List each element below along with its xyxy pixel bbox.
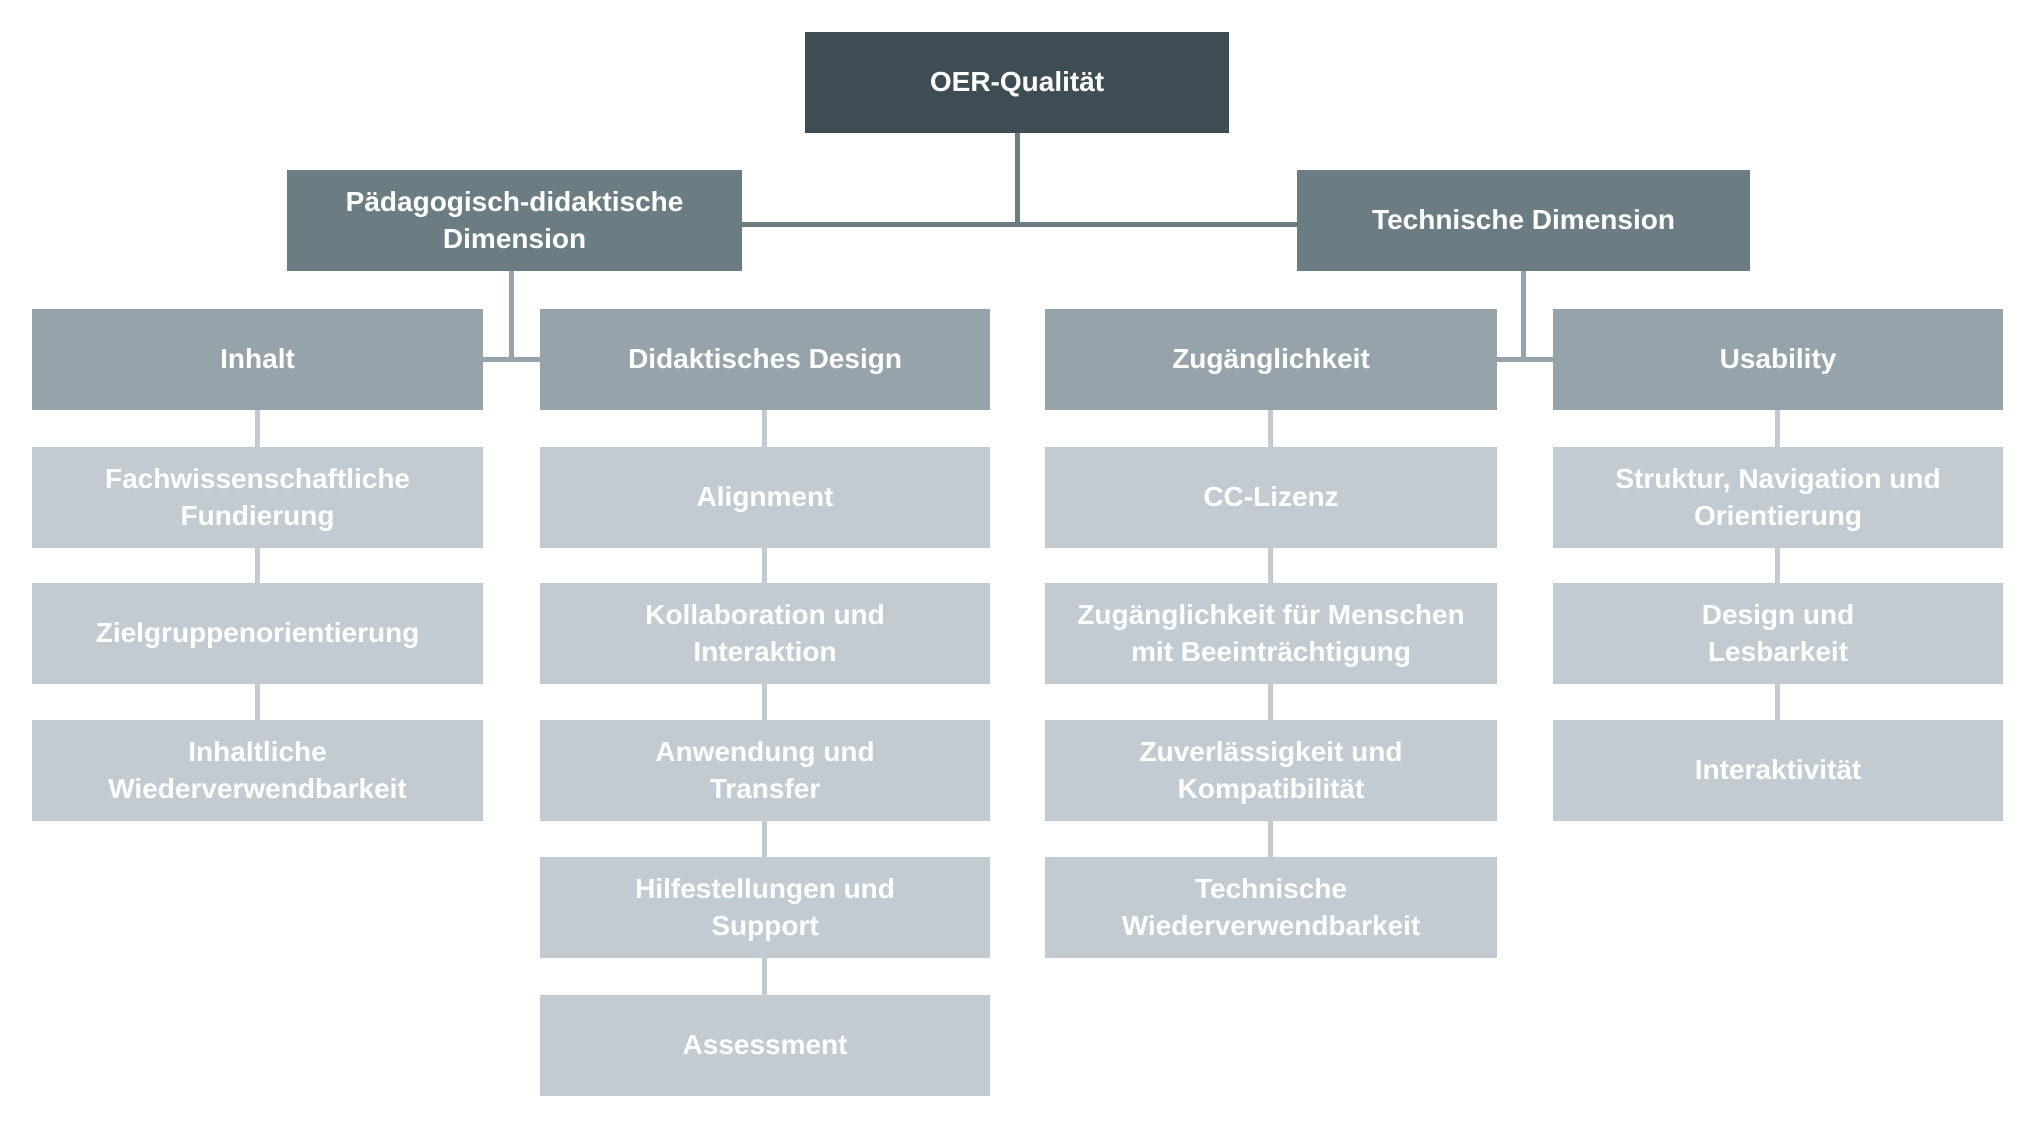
node-technische-wiederverwendbarkeit: Technische Wiederverwendbarkeit (1045, 857, 1497, 958)
connector-column-inhalt (255, 410, 260, 722)
node-assessment: Assessment (540, 995, 990, 1096)
connector-technisch-vertical (1521, 271, 1526, 362)
connector-root-horizontal (742, 222, 1297, 227)
node-zugaenglichkeit: Zugänglichkeit (1045, 309, 1497, 410)
node-zielgruppenorientierung: Zielgruppenorientierung (32, 583, 483, 684)
node-zuverlaessigkeit-und-kompatibilitaet: Zuverlässigkeit und Kompatibilität (1045, 720, 1497, 821)
connector-column-didaktisches-design (762, 410, 767, 997)
node-kollaboration-und-interaktion: Kollaboration und Interaktion (540, 583, 990, 684)
node-cc-lizenz: CC-Lizenz (1045, 447, 1497, 548)
node-usability: Usability (1553, 309, 2003, 410)
node-didaktisches-design: Didaktisches Design (540, 309, 990, 410)
node-paedagogisch-didaktische-dimension: Pädagogisch-didaktische Dimension (287, 170, 742, 271)
connector-paedagogisch-horizontal (483, 357, 540, 362)
node-inhaltliche-wiederverwendbarkeit: Inhaltliche Wiederverwendbarkeit (32, 720, 483, 821)
node-design-und-lesbarkeit: Design und Lesbarkeit (1553, 583, 2003, 684)
connector-root-vertical (1015, 133, 1020, 227)
node-hilfestellungen-und-support: Hilfestellungen und Support (540, 857, 990, 958)
node-struktur-navigation-und-orientierung: Struktur, Navigation und Orientierung (1553, 447, 2003, 548)
connector-paedagogisch-vertical (509, 271, 514, 362)
connector-technisch-horizontal (1497, 357, 1553, 362)
node-inhalt: Inhalt (32, 309, 483, 410)
node-zugaenglichkeit-fuer-menschen-mit-beeintraechtigung: Zugänglichkeit für Menschen mit Beeinträ… (1045, 583, 1497, 684)
node-anwendung-und-transfer: Anwendung und Transfer (540, 720, 990, 821)
node-technische-dimension: Technische Dimension (1297, 170, 1750, 271)
node-interaktivitaet: Interaktivität (1553, 720, 2003, 821)
node-fachwissenschaftliche-fundierung: Fachwissenschaftliche Fundierung (32, 447, 483, 548)
node-alignment: Alignment (540, 447, 990, 548)
connector-column-usability (1775, 410, 1780, 722)
node-oer-qualitaet: OER-Qualität (805, 32, 1229, 133)
